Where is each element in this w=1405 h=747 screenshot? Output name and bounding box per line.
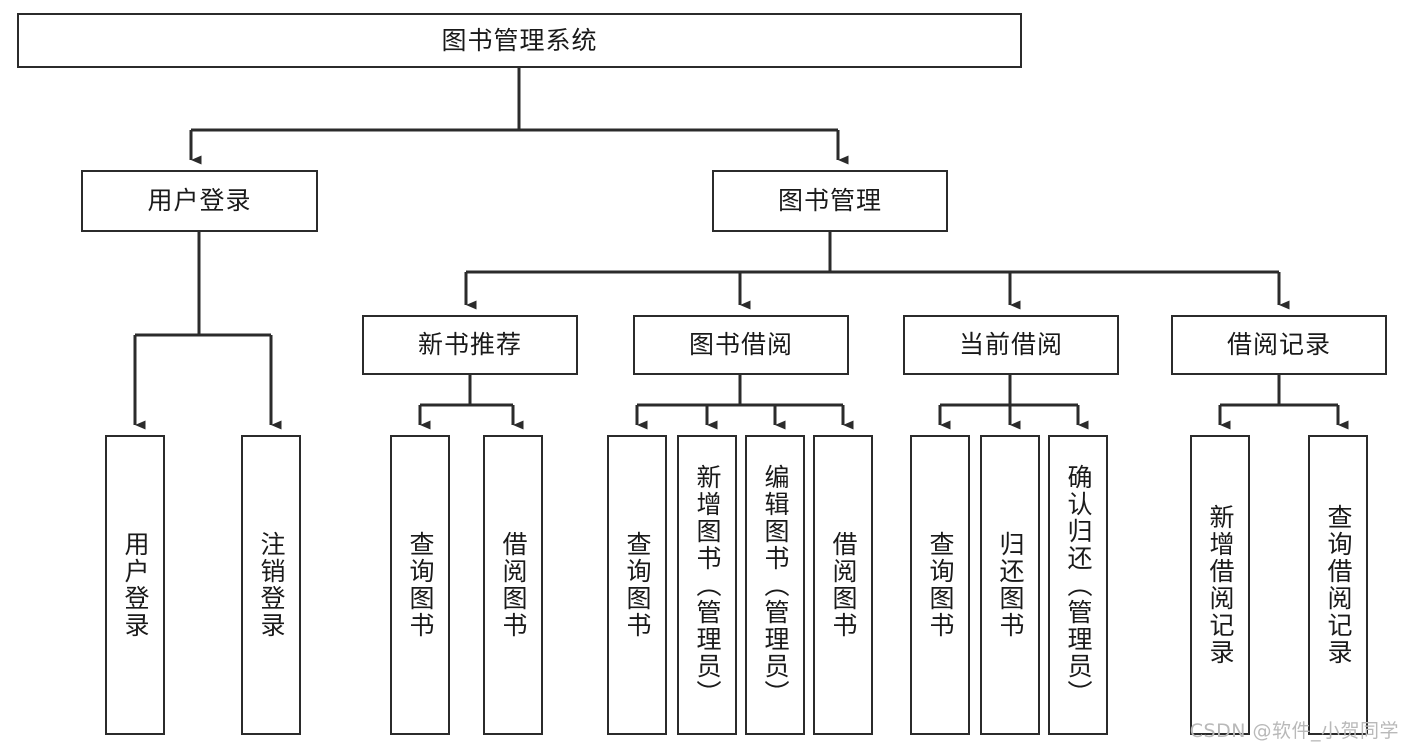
leaf-query-book-3[interactable]: 查询图书 xyxy=(910,435,970,735)
leaf-query-book-2-label: 查询图书 xyxy=(623,531,652,639)
leaf-add-book[interactable]: 新增图书（管理员） xyxy=(677,435,737,735)
leaf-return-book[interactable]: 归还图书 xyxy=(980,435,1040,735)
node-book-borrow[interactable]: 图书借阅 xyxy=(633,315,849,375)
node-user-login[interactable]: 用户登录 xyxy=(81,170,318,232)
leaf-logout-login[interactable]: 注销登录 xyxy=(241,435,301,735)
node-book-management-label: 图书管理 xyxy=(777,186,882,215)
leaf-logout-login-label: 注销登录 xyxy=(257,531,286,639)
leaf-confirm-return[interactable]: 确认归还（管理员） xyxy=(1048,435,1108,735)
node-current-borrow[interactable]: 当前借阅 xyxy=(903,315,1119,375)
node-borrow-record[interactable]: 借阅记录 xyxy=(1171,315,1387,375)
leaf-borrow-book-1[interactable]: 借阅图书 xyxy=(483,435,543,735)
watermark-text: CSDN @软件_小贺同学 xyxy=(1189,720,1399,742)
node-book-management[interactable]: 图书管理 xyxy=(712,170,948,232)
node-root[interactable]: 图书管理系统 xyxy=(17,13,1022,68)
leaf-query-borrow-record[interactable]: 查询借阅记录 xyxy=(1308,435,1368,735)
leaf-borrow-book-1-label: 借阅图书 xyxy=(499,531,528,639)
leaf-borrow-book-2-label: 借阅图书 xyxy=(829,531,858,639)
node-new-book-recommend-label: 新书推荐 xyxy=(417,330,522,359)
leaf-query-book-1-label: 查询图书 xyxy=(406,531,435,639)
leaf-return-book-label: 归还图书 xyxy=(996,531,1025,639)
leaf-query-book-1[interactable]: 查询图书 xyxy=(390,435,450,735)
node-user-login-label: 用户登录 xyxy=(147,186,252,215)
node-book-borrow-label: 图书借阅 xyxy=(688,330,793,359)
leaf-edit-book[interactable]: 编辑图书（管理员） xyxy=(745,435,805,735)
leaf-user-login[interactable]: 用户登录 xyxy=(105,435,165,735)
leaf-borrow-book-2[interactable]: 借阅图书 xyxy=(813,435,873,735)
leaf-query-book-2[interactable]: 查询图书 xyxy=(607,435,667,735)
leaf-add-borrow-record[interactable]: 新增借阅记录 xyxy=(1190,435,1250,735)
node-borrow-record-label: 借阅记录 xyxy=(1226,330,1331,359)
leaf-user-login-label: 用户登录 xyxy=(121,531,150,639)
leaf-query-borrow-record-label: 查询借阅记录 xyxy=(1324,504,1353,666)
node-root-label: 图书管理系统 xyxy=(441,25,598,55)
leaf-query-book-3-label: 查询图书 xyxy=(926,531,955,639)
leaf-edit-book-label: 编辑图书（管理员） xyxy=(761,463,790,707)
leaf-add-book-label: 新增图书（管理员） xyxy=(693,463,722,707)
node-current-borrow-label: 当前借阅 xyxy=(958,330,1063,359)
leaf-add-borrow-record-label: 新增借阅记录 xyxy=(1206,504,1235,666)
leaf-confirm-return-label: 确认归还（管理员） xyxy=(1064,463,1093,707)
node-new-book-recommend[interactable]: 新书推荐 xyxy=(362,315,578,375)
